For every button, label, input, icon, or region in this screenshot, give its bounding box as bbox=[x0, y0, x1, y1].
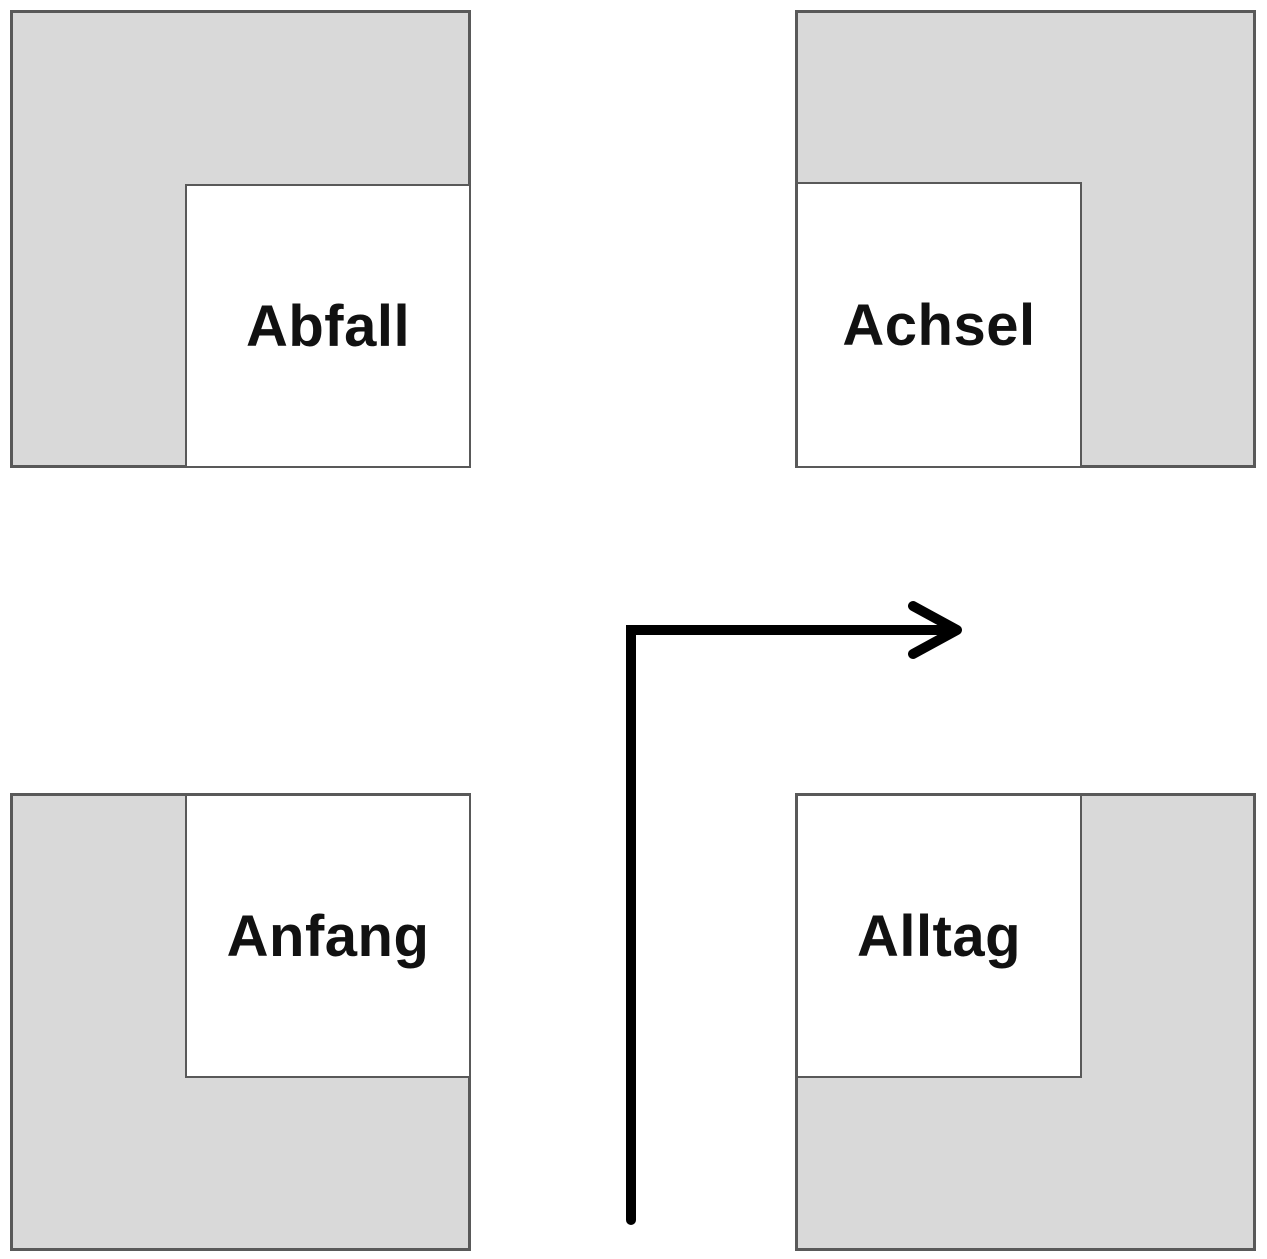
top-right-word: Achsel bbox=[842, 292, 1036, 358]
top-left-word: Abfall bbox=[245, 293, 411, 359]
top-left-word-box: Abfall bbox=[185, 184, 471, 468]
bottom-left-block: Anfang bbox=[10, 793, 471, 1251]
top-left-block: Abfall bbox=[10, 10, 471, 468]
bottom-left-word-box: Anfang bbox=[185, 794, 471, 1078]
bottom-right-word: Alltag bbox=[856, 903, 1022, 969]
bottom-right-word-box: Alltag bbox=[796, 794, 1082, 1078]
top-right-word-box: Achsel bbox=[796, 182, 1082, 468]
top-right-block: Achsel bbox=[795, 10, 1256, 468]
bottom-left-word: Anfang bbox=[226, 903, 430, 969]
arrow-head bbox=[908, 601, 962, 659]
bottom-right-block: Alltag bbox=[795, 793, 1256, 1251]
